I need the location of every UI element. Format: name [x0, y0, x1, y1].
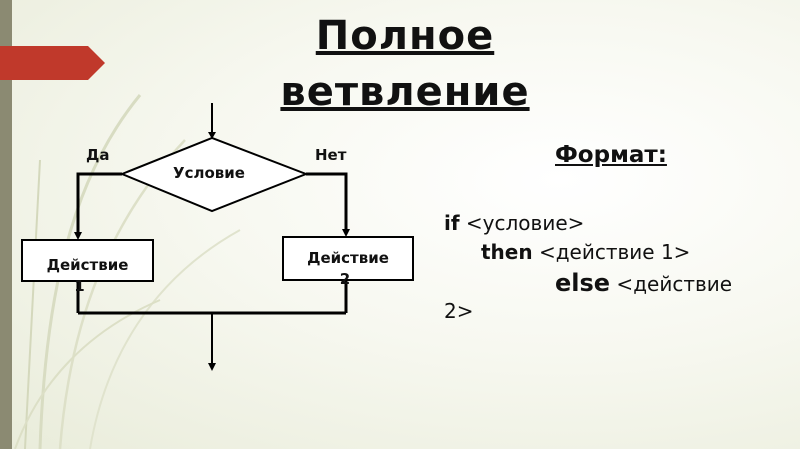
red-arrow-tab: [0, 46, 105, 80]
no-label: Нет: [315, 146, 347, 164]
code-line-else-cont: 2>: [444, 299, 474, 323]
condition-label: Условие: [173, 164, 245, 182]
else-keyword: else: [555, 269, 611, 297]
page-title: Полное ветвление: [260, 8, 550, 120]
action2-line2: 2: [339, 270, 351, 288]
action1-line1: Действие: [46, 256, 129, 274]
action2-line1: Действие: [307, 249, 389, 267]
code-line-then: then <действие 1>: [481, 237, 690, 267]
else-action: <действие: [610, 272, 733, 296]
action2-label: Действие 2: [283, 248, 413, 290]
yes-label: Да: [86, 146, 110, 164]
then-action: <действие 1>: [532, 240, 691, 264]
title-line-2: ветвление: [280, 69, 530, 115]
action1-line2: 1: [74, 277, 85, 295]
exit-arrow-head: [208, 363, 216, 371]
entry-arrow-head: [208, 132, 216, 139]
action2-box: [282, 236, 414, 281]
action1-box: [21, 239, 154, 282]
title-line-1: Полное: [315, 13, 495, 59]
left-decor-bar: [0, 0, 12, 449]
then-keyword: then: [481, 240, 533, 264]
yes-branch-line: [76, 172, 122, 236]
if-keyword: if: [444, 211, 460, 235]
format-title: Формат:: [555, 142, 667, 168]
no-branch-line: [306, 172, 348, 233]
yes-branch-arrow-head: [74, 232, 82, 240]
action1-label: Действие 1: [22, 255, 153, 297]
no-branch-arrow-head: [342, 229, 350, 237]
code-line-if: if <условие>: [444, 208, 584, 238]
code-line-else: else <действие: [555, 268, 732, 299]
if-condition: <условие>: [459, 211, 585, 235]
